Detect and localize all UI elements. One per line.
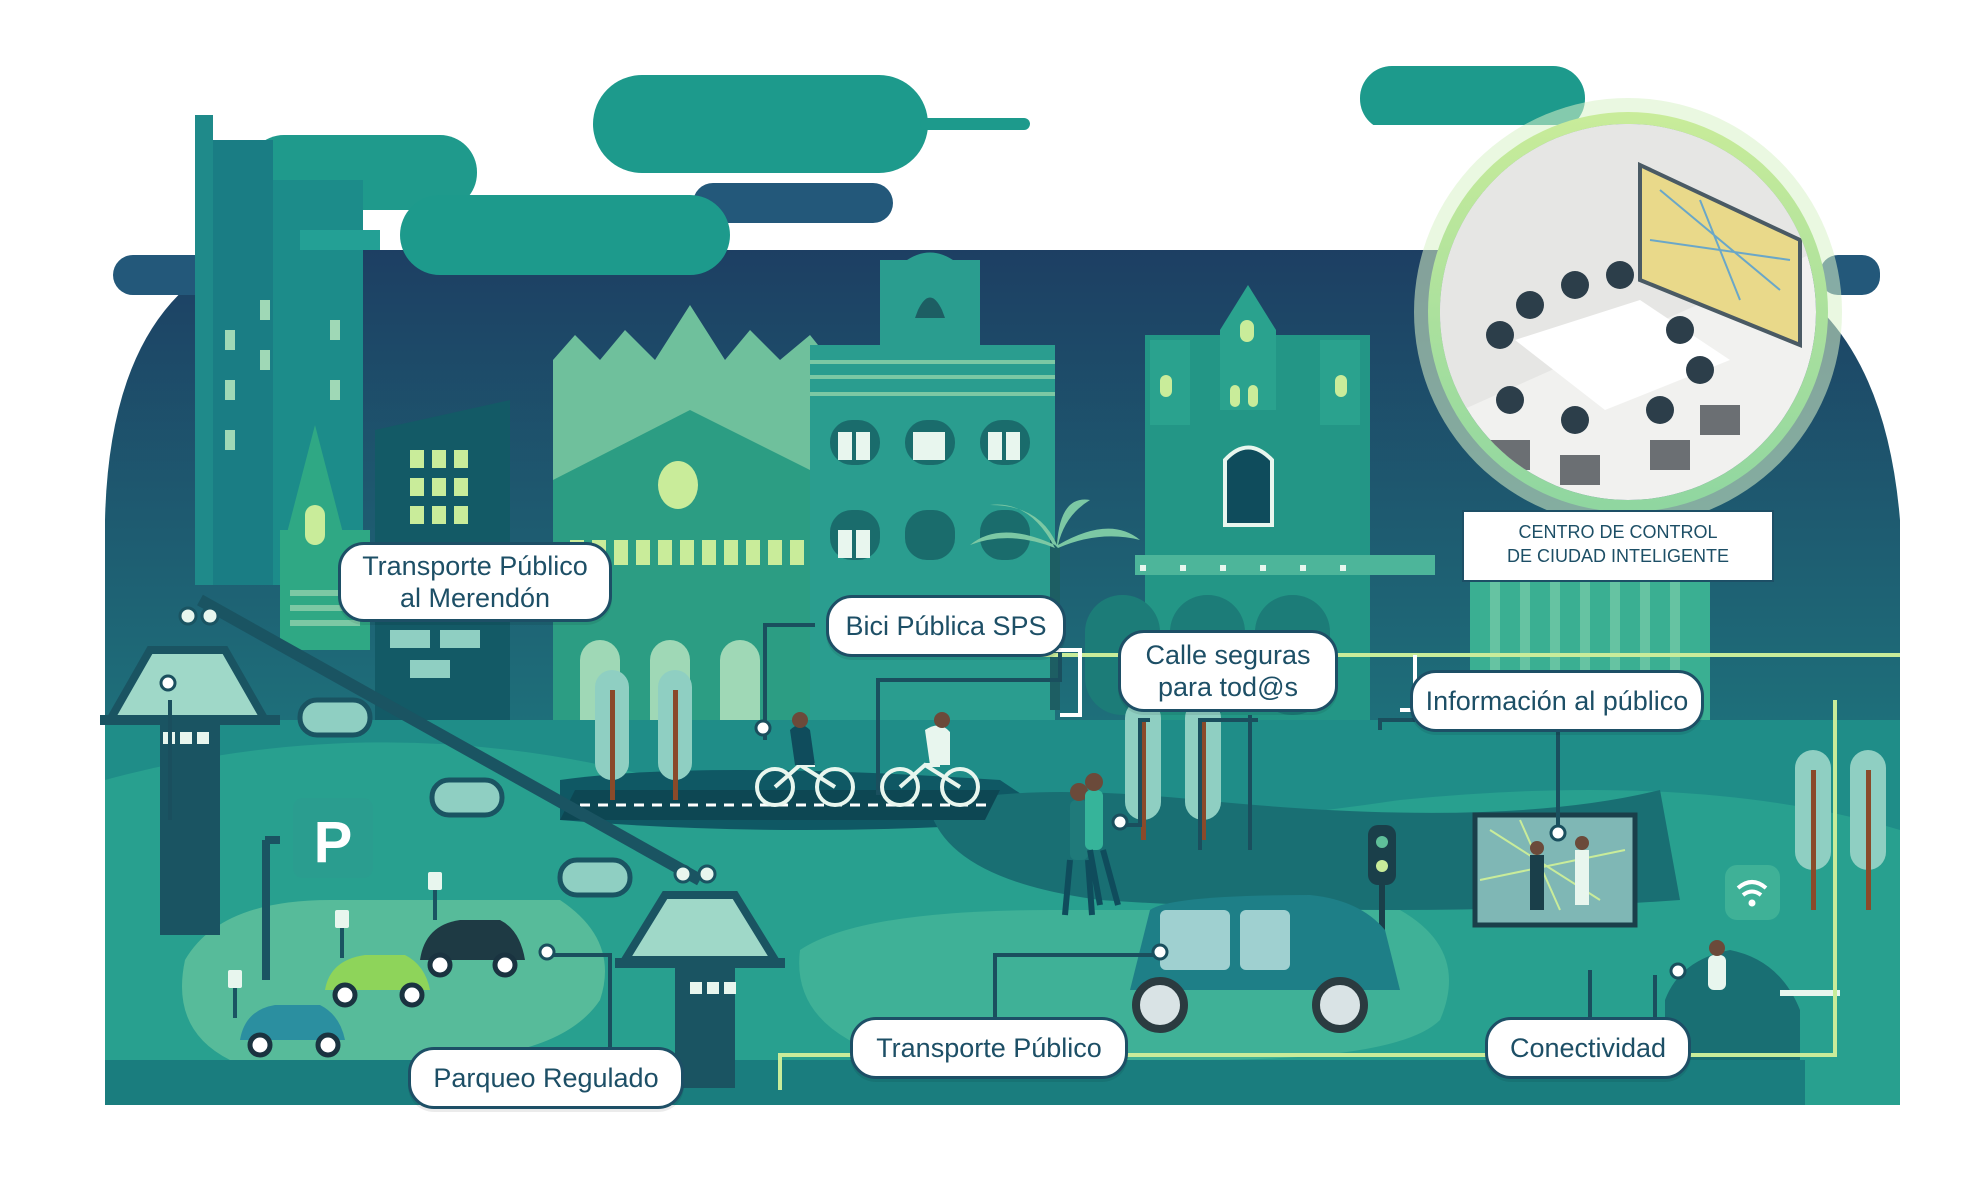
label-parqueo-regulado-text: Parqueo Regulado: [433, 1063, 659, 1093]
connector-dots: [159, 674, 1687, 980]
label-centro-control-line2: DE CIUDAD INTELIGENTE: [1506, 546, 1730, 566]
label-transporte-merendon-line2: al Merendón: [399, 583, 551, 613]
label-transporte-merendon-line1: Transporte Público: [362, 551, 588, 581]
laptop-person: [1665, 940, 1840, 1060]
label-conectividad[interactable]: Conectividad: [1485, 1017, 1691, 1079]
parking-icon: [262, 798, 373, 980]
label-informacion-publico-text: Información al público: [1425, 686, 1689, 716]
label-transporte-publico[interactable]: Transporte Público: [850, 1017, 1128, 1079]
label-transporte-publico-text: Transporte Público: [876, 1033, 1102, 1063]
bell-icon: [915, 297, 945, 318]
cyclists: [790, 712, 950, 765]
trees: [595, 670, 1886, 910]
parking-meters: [228, 872, 442, 1018]
car-icon: [240, 920, 525, 1058]
label-bici-publica[interactable]: Bici Pública SPS: [826, 595, 1066, 657]
connector-lines: [168, 623, 1900, 1090]
label-calle-seguras[interactable]: Calle seguras para tod@s: [1118, 630, 1338, 712]
parking-sign-letter: P: [314, 810, 353, 875]
pedestrians: [1062, 773, 1121, 916]
bell-tower-building: [810, 252, 1055, 765]
control-center: [1414, 98, 1842, 526]
label-transporte-merendon[interactable]: Transporte Público al Merendón: [338, 542, 612, 622]
traffic-light-icon: [1368, 825, 1396, 945]
label-parqueo-regulado[interactable]: Parqueo Regulado: [408, 1047, 684, 1109]
label-calle-seguras-line2: para tod@s: [1158, 672, 1298, 702]
label-centro-control[interactable]: CENTRO DE CONTROL DE CIUDAD INTELIGENTE: [1462, 510, 1774, 582]
label-informacion-publico[interactable]: Información al público: [1410, 670, 1704, 732]
green-tower: [280, 425, 370, 650]
label-bici-publica-text: Bici Pública SPS: [845, 611, 1047, 641]
wifi-icon: [1725, 865, 1780, 920]
skyscraper: [195, 115, 380, 585]
label-conectividad-text: Conectividad: [1509, 1033, 1667, 1063]
label-centro-control-line1: CENTRO DE CONTROL: [1518, 522, 1718, 542]
bus-icon: [1130, 895, 1400, 1033]
label-calle-seguras-line1: Calle seguras: [1145, 640, 1311, 670]
